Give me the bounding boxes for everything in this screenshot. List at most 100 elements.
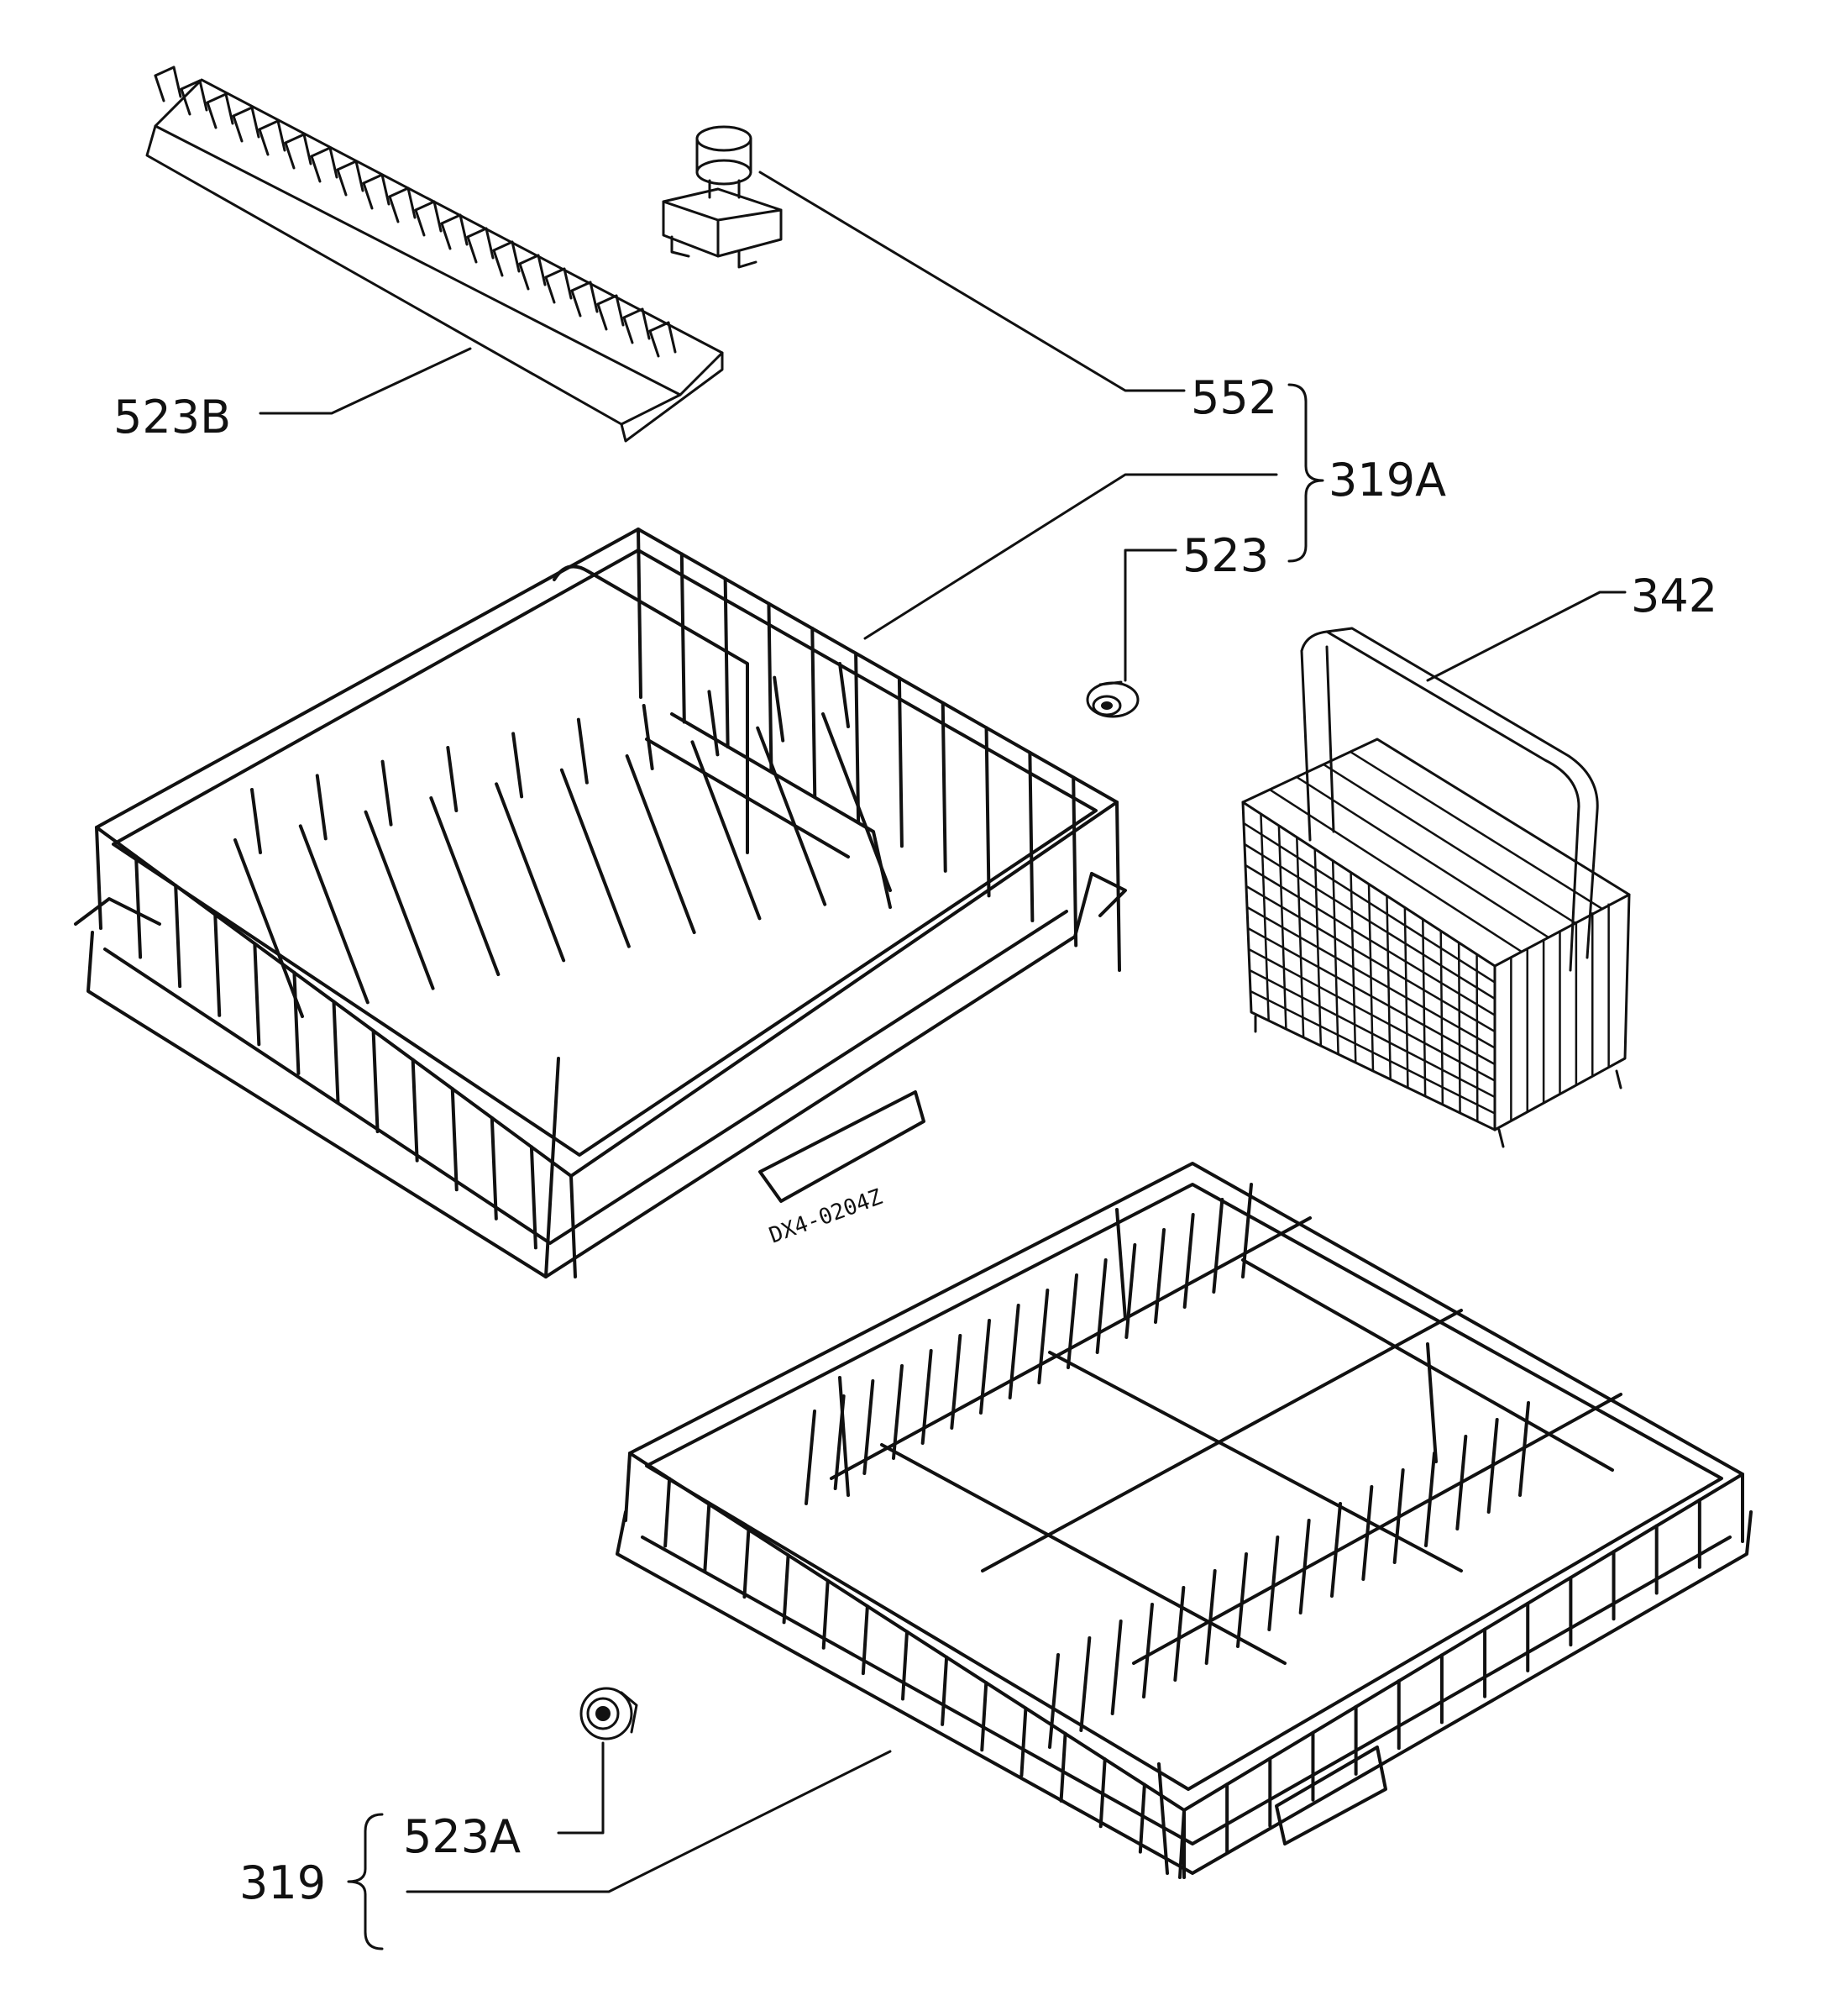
tine-wire	[625, 754, 696, 934]
rack-tooth	[589, 281, 599, 313]
basket-wire	[1098, 1757, 1107, 1829]
basket-divider	[1323, 763, 1576, 925]
rack-tooth	[570, 289, 582, 318]
tine-wire	[511, 732, 524, 799]
basket-wire	[1138, 1782, 1146, 1854]
tine-wire	[1008, 1304, 1020, 1399]
basket-wire	[174, 884, 182, 989]
tine-wire	[1037, 1289, 1050, 1384]
basket-slat	[1247, 927, 1496, 1066]
tine-wire	[950, 1334, 962, 1430]
tine-wire	[250, 788, 262, 854]
basket-wire	[371, 1029, 380, 1134]
basket-wire	[490, 1116, 498, 1221]
basket-wire	[810, 627, 817, 799]
tine-wire	[1361, 1485, 1374, 1581]
brace-319a	[1287, 383, 1324, 563]
brace-319	[347, 1813, 384, 1950]
tine-wire	[559, 768, 631, 948]
rack-tooth	[276, 119, 286, 152]
label-523b: 523B	[113, 391, 231, 444]
rack-tooth	[440, 222, 452, 250]
rack-tooth	[206, 92, 228, 104]
basket-wire	[450, 1087, 459, 1192]
rack-tooth	[648, 329, 660, 358]
rack-tooth	[414, 200, 436, 212]
basket-wire	[703, 1502, 711, 1573]
tine-wire	[446, 746, 459, 812]
rack-tooth	[172, 66, 182, 98]
tine-wire	[833, 1394, 846, 1490]
basket-wire	[332, 1000, 340, 1105]
rack-tooth	[622, 316, 634, 344]
rack-tooth	[154, 74, 165, 102]
tine-wire	[773, 675, 785, 743]
rack-tooth	[544, 276, 556, 304]
rack-tooth	[224, 92, 234, 125]
leader-lines	[259, 171, 1627, 1893]
tine-wire	[576, 717, 589, 785]
tine-wire	[1212, 1198, 1224, 1294]
basket-slat	[1249, 969, 1496, 1099]
basket-wire	[529, 1145, 537, 1250]
tine-wire	[1048, 1653, 1060, 1749]
rack-tooth	[667, 321, 677, 354]
basket-wire	[901, 1630, 909, 1701]
tine-wire	[1110, 1620, 1123, 1715]
tine-wire	[1079, 1636, 1092, 1732]
basket-wire	[861, 1604, 869, 1676]
tine-wire	[495, 782, 566, 963]
tine-wire	[1154, 1228, 1166, 1324]
basket-slat	[1245, 864, 1496, 1016]
basket-wire	[253, 942, 261, 1047]
rack-tooth	[258, 119, 280, 131]
rack-tooth	[310, 155, 322, 183]
rack-tooth	[206, 101, 218, 129]
part-523a-wheel	[579, 1687, 638, 1740]
tine-wire	[920, 1349, 933, 1445]
rack-tooth	[250, 106, 260, 139]
rack-tooth	[406, 186, 417, 219]
basket-slat	[1244, 843, 1496, 1000]
basket-slat	[1245, 885, 1496, 1033]
drawing-code: DX4-0204Z	[766, 1184, 886, 1248]
tine-wire	[1124, 1243, 1137, 1339]
basket-wire	[941, 701, 947, 873]
rack-tooth	[310, 146, 332, 158]
basket-wire	[980, 1681, 988, 1752]
rack-tooth	[362, 173, 384, 185]
part-342-cutlery-basket	[1241, 627, 1631, 1148]
label-523a: 523A	[403, 1810, 521, 1863]
basket-wire	[637, 528, 642, 699]
tine-wire	[364, 810, 435, 990]
rack-tooth	[459, 213, 469, 246]
rack-tooth	[537, 254, 547, 286]
tine-wire	[1298, 1519, 1311, 1614]
tine-wire	[1173, 1586, 1186, 1682]
rack-tooth	[563, 267, 573, 300]
rack-tooth	[388, 195, 400, 223]
rack-tooth	[302, 133, 312, 165]
rack-tooth	[518, 254, 540, 265]
label-319a: 319A	[1329, 454, 1446, 507]
tine-wire	[1142, 1603, 1154, 1698]
tine-wire	[233, 838, 304, 1018]
basket-wire	[213, 912, 222, 1017]
tine-wire	[1204, 1569, 1217, 1665]
rack-tooth	[466, 235, 478, 264]
rack-tooth	[336, 168, 348, 197]
basket-wire	[767, 601, 773, 774]
rack-tooth	[198, 79, 208, 112]
basket-divider	[1269, 788, 1523, 953]
tine-wire	[1455, 1435, 1468, 1530]
tine-wire	[298, 824, 370, 1005]
basket-slat	[1243, 822, 1496, 984]
basket-slat	[1246, 906, 1496, 1049]
basket-divider	[1296, 775, 1549, 939]
part-552-rail-clip	[662, 125, 783, 269]
tine-wire	[1067, 1273, 1078, 1369]
tine-wire	[380, 759, 393, 827]
tine-wire	[838, 662, 850, 728]
part-319-lower-basket	[616, 1162, 1753, 1879]
